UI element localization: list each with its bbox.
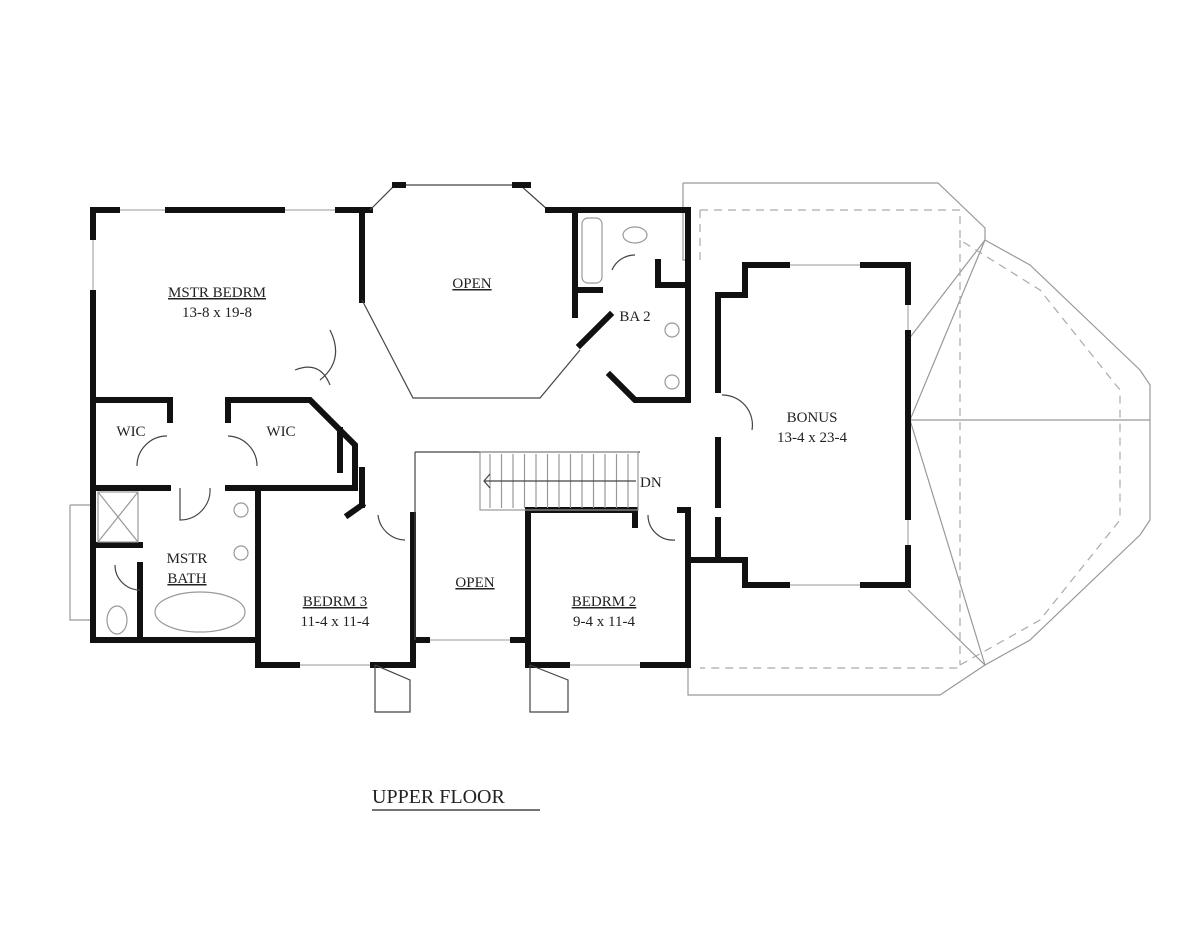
open-lower-label: OPEN (455, 575, 494, 591)
master-bedroom-name: MSTR BEDRM (168, 285, 266, 301)
bonus-name: BONUS (787, 410, 838, 426)
master-bath-label-1: MSTR (167, 551, 208, 567)
master-bath-label-2: BATH (167, 571, 206, 587)
staircase[interactable]: DN (479, 451, 662, 511)
roof-outline (69, 182, 1151, 696)
stair-down-label: DN (640, 475, 662, 491)
plan-title: UPPER FLOOR (372, 786, 505, 808)
bedroom-2-size: 9-4 x 11-4 (573, 614, 635, 630)
bath-2-label: BA 2 (619, 309, 650, 325)
wic-right-label: WIC (266, 424, 295, 440)
master-bedroom-size: 13-8 x 19-8 (182, 305, 252, 321)
bedroom-2-name: BEDRM 2 (572, 594, 637, 610)
walls (89, 182, 912, 713)
bedroom-3-size: 11-4 x 11-4 (301, 614, 370, 630)
open-upper-label: OPEN (452, 276, 491, 292)
bedroom-3-name: BEDRM 3 (303, 594, 368, 610)
room-labels: MSTR BEDRM 13-8 x 19-8 OPEN BA 2 WIC WIC… (116, 276, 847, 630)
fixtures (97, 217, 754, 635)
bonus-size: 13-4 x 23-4 (777, 430, 847, 446)
wic-left-label: WIC (116, 424, 145, 440)
